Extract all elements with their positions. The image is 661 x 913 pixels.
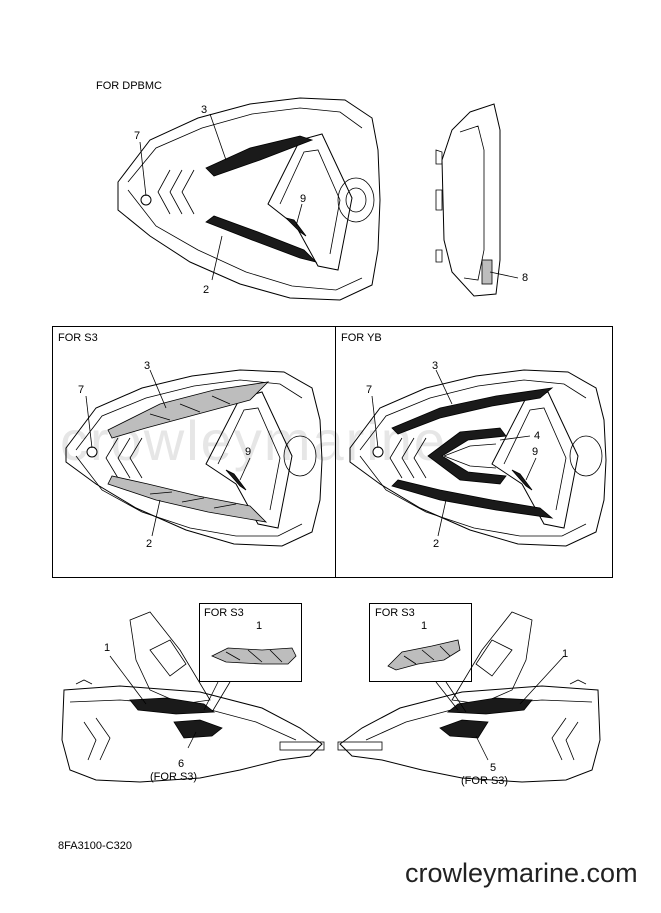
top-label-7: 7 bbox=[134, 130, 141, 142]
side-views bbox=[61, 611, 601, 783]
inset-left-s3 bbox=[199, 603, 302, 682]
yb-label-7: 7 bbox=[366, 384, 373, 396]
right-label-1: 1 bbox=[562, 648, 569, 660]
inset-right-title: FOR S3 bbox=[375, 607, 415, 619]
top-label-2: 2 bbox=[203, 284, 210, 296]
s3-label-9: 9 bbox=[245, 446, 252, 458]
hood-top-view-s3 bbox=[65, 369, 607, 547]
panel-yb-title: FOR YB bbox=[341, 332, 382, 344]
panel-yb bbox=[335, 326, 613, 578]
diagram-code: 8FA3100-C320 bbox=[58, 840, 132, 852]
inset-right-label-1: 1 bbox=[421, 620, 428, 632]
top-label-3: 3 bbox=[201, 104, 208, 116]
yb-label-3: 3 bbox=[432, 360, 439, 372]
s3-label-3: 3 bbox=[144, 360, 151, 372]
inset-right-s3 bbox=[369, 603, 472, 682]
inset-left-label-1: 1 bbox=[256, 620, 263, 632]
s3-label-2: 2 bbox=[146, 538, 153, 550]
left-note-6: (FOR S3) bbox=[150, 771, 198, 783]
brand-watermark: crowleymarine.com bbox=[405, 858, 638, 888]
top-label-9: 9 bbox=[300, 193, 307, 205]
hood-top-view-dpbmc bbox=[117, 97, 519, 301]
inset-left-title: FOR S3 bbox=[204, 607, 244, 619]
right-label-5: 5 bbox=[490, 762, 497, 774]
panel-s3-title: FOR S3 bbox=[58, 332, 98, 344]
top-label-8: 8 bbox=[522, 272, 529, 284]
left-label-6: 6 bbox=[178, 758, 185, 770]
section-title-dpbmc: FOR DPBMC bbox=[96, 80, 162, 92]
s3-label-7: 7 bbox=[78, 384, 85, 396]
watermark: crowleymarine bbox=[60, 409, 447, 472]
right-note-5: (FOR S3) bbox=[461, 775, 509, 787]
yb-label-4: 4 bbox=[534, 430, 541, 442]
yb-label-2: 2 bbox=[433, 538, 440, 550]
yb-label-9: 9 bbox=[532, 446, 539, 458]
left-label-1: 1 bbox=[104, 642, 111, 654]
